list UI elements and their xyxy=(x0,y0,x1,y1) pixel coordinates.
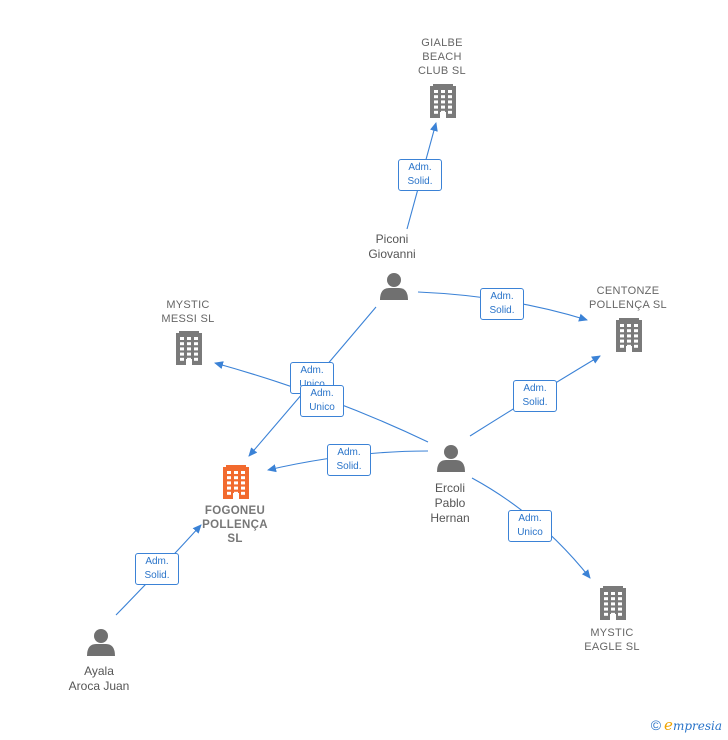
brand-watermark: ©empresia xyxy=(651,716,722,734)
building-icon-fogoneu[interactable] xyxy=(223,465,249,499)
building-icon-mystic_eagle[interactable] xyxy=(600,586,626,620)
brand-logo-e: e xyxy=(664,716,673,734)
node-label-fogoneu[interactable]: FOGONEU POLLENÇA SL xyxy=(202,505,268,545)
edge-label-e7[interactable]: Adm. Unico xyxy=(508,510,552,542)
building-icon-mystic_messi[interactable] xyxy=(176,331,202,365)
node-label-centonze[interactable]: CENTONZE POLLENÇA SL xyxy=(589,285,667,311)
edge-label-e4[interactable]: Adm. Unico xyxy=(300,385,344,417)
edge-label-e1[interactable]: Adm. Solid. xyxy=(398,159,442,191)
copyright-symbol: © xyxy=(650,717,662,733)
building-icon-gialbe[interactable] xyxy=(430,84,456,118)
person-icon-piconi[interactable] xyxy=(380,273,408,300)
node-label-ayala[interactable]: Ayala Aroca Juan xyxy=(68,664,130,693)
person-icon-ayala[interactable] xyxy=(87,629,115,656)
brand-name: mpresia xyxy=(672,719,722,733)
node-label-mystic_messi[interactable]: MYSTIC MESSI SL xyxy=(161,299,215,325)
node-label-gialbe[interactable]: GIALBE BEACH CLUB SL xyxy=(418,37,466,77)
node-label-piconi[interactable]: Piconi Giovanni xyxy=(368,232,416,261)
edge-label-e6[interactable]: Adm. Solid. xyxy=(513,380,557,412)
person-icon-ercoli[interactable] xyxy=(437,445,465,472)
node-label-mystic_eagle[interactable]: MYSTIC EAGLE SL xyxy=(584,627,640,653)
edge-label-e8[interactable]: Adm. Solid. xyxy=(135,553,179,585)
edge-label-e2[interactable]: Adm. Solid. xyxy=(480,288,524,320)
node-label-ercoli[interactable]: Ercoli Pablo Hernan xyxy=(430,481,470,525)
building-icon-centonze[interactable] xyxy=(616,318,642,352)
edge-label-e5[interactable]: Adm. Solid. xyxy=(327,444,371,476)
